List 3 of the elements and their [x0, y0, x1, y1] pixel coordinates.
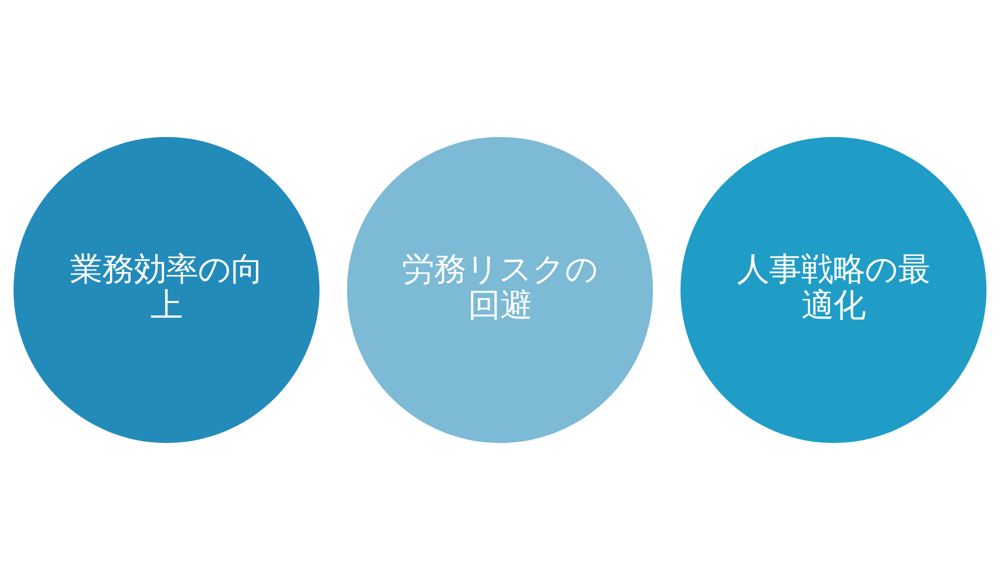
node-circle: 業務効率の向上 — [14, 137, 320, 443]
node-circle: 人事戦略の最適化 — [680, 137, 986, 443]
node-circle: 労務リスクの回避 — [347, 137, 653, 443]
